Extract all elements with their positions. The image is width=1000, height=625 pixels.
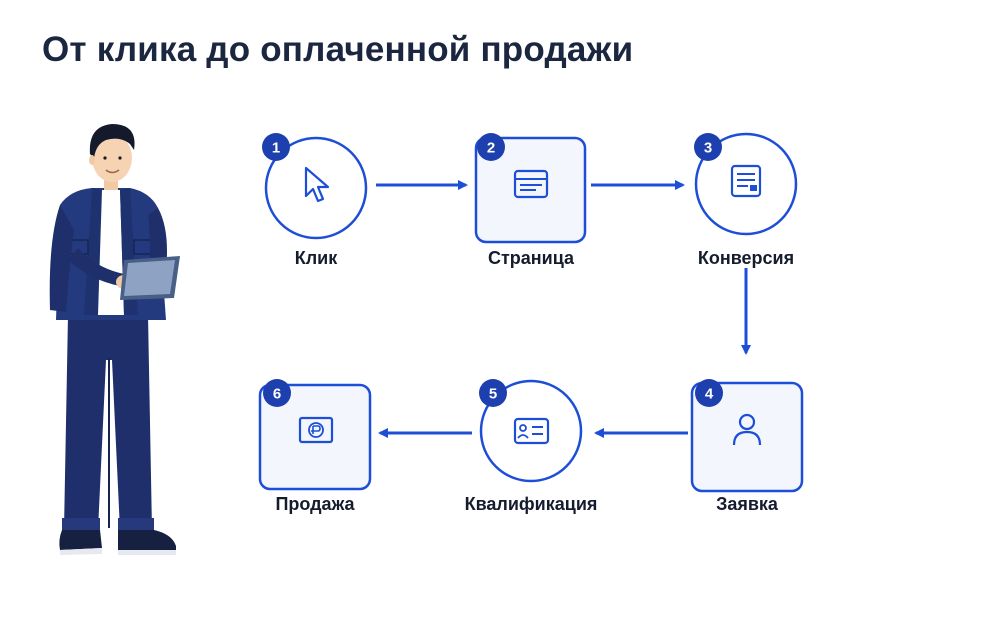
step-number-6: 6 (273, 386, 281, 403)
ruble-banknote-icon (298, 416, 334, 444)
step-stranica-node (474, 136, 587, 244)
step-kvalifikaciya-node (479, 379, 583, 483)
step-klik-node (264, 136, 368, 240)
step-badge-1: 1 (262, 133, 290, 161)
step-number-5: 5 (489, 386, 497, 403)
step-badge-2: 2 (477, 133, 505, 161)
step-label-stranica: Страница (487, 248, 575, 268)
step-label-konversiya: Конверсия (697, 248, 795, 268)
step-label-zayavka: Заявка (716, 494, 778, 514)
step-label-prodazha: Продажа (275, 494, 355, 514)
step-number-3: 3 (704, 140, 712, 157)
browser-page-icon (513, 169, 549, 199)
cursor-icon (304, 166, 330, 203)
step-label-kvalifikaciya: Квалификация (464, 494, 598, 514)
form-document-icon (730, 164, 762, 198)
step-number-2: 2 (487, 140, 495, 157)
step-number-4: 4 (705, 386, 714, 403)
step-zayavka-node (690, 381, 804, 493)
step-label-klik: Клик (294, 248, 338, 268)
step-badge-6: 6 (263, 379, 291, 407)
page-title: От клика до оплаченной продажи (42, 30, 634, 69)
step-number-1: 1 (272, 140, 280, 157)
step-badge-5: 5 (479, 379, 507, 407)
step-prodazha-node (258, 383, 372, 491)
id-card-icon (513, 417, 550, 445)
step-konversiya-node (694, 132, 798, 236)
person-with-tablet-illustration (49, 124, 180, 555)
step-badge-4: 4 (695, 379, 723, 407)
step-badge-3: 3 (694, 133, 722, 161)
user-icon (732, 413, 762, 446)
